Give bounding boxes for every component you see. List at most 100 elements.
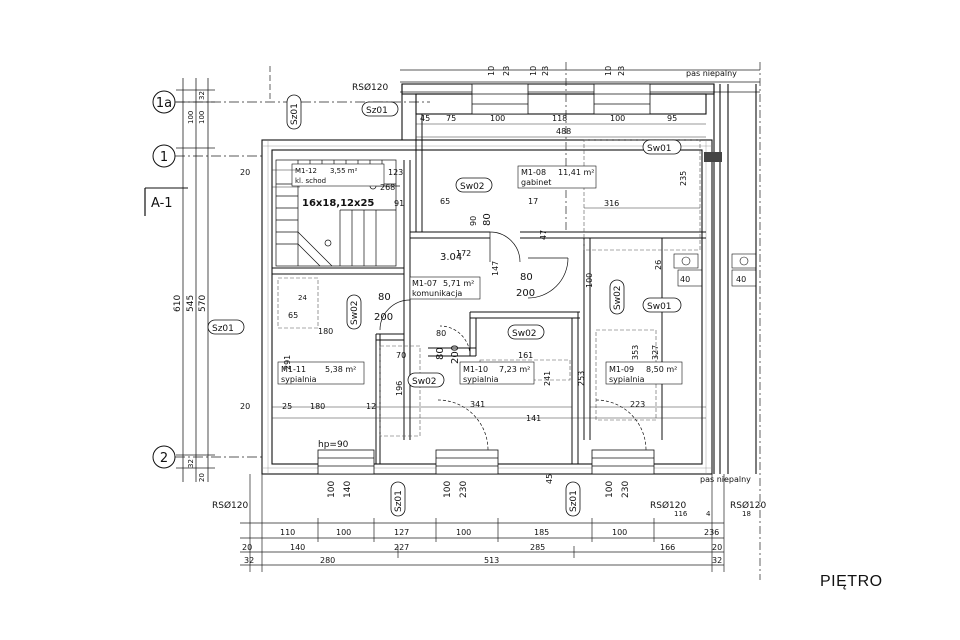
svg-text:341: 341 xyxy=(470,400,485,409)
svg-text:353: 353 xyxy=(631,345,640,360)
rso-bottom-right-2: RSØ120 xyxy=(730,500,767,511)
svg-text:80: 80 xyxy=(378,292,391,303)
svg-text:Sw01: Sw01 xyxy=(647,302,672,312)
svg-text:M1-12: M1-12 xyxy=(295,167,317,175)
sw01-tag-1: Sw01 xyxy=(642,139,682,155)
svg-text:236: 236 xyxy=(704,528,719,537)
inner-top-dims: 45 75 100 118 100 95 488 316 235 xyxy=(420,114,688,208)
svg-text:sypialnia: sypialnia xyxy=(609,375,645,384)
bottom-vertical-dims: 100 140 100 230 100 230 45 xyxy=(327,474,631,498)
svg-text:75: 75 xyxy=(446,114,456,123)
svg-text:M1-07: M1-07 xyxy=(412,279,437,288)
svg-text:80: 80 xyxy=(482,213,493,226)
svg-text:140: 140 xyxy=(290,543,305,552)
svg-text:100: 100 xyxy=(610,114,625,123)
svg-text:291: 291 xyxy=(283,355,292,370)
dim-left-32-top: 32 xyxy=(198,91,206,100)
sw02-tag-2: Sw02 xyxy=(507,324,545,340)
svg-text:12: 12 xyxy=(366,402,376,411)
room-sypialnia10-label: M1-10 7,23 m² sypialnia xyxy=(459,361,535,385)
svg-text:166: 166 xyxy=(660,543,675,552)
svg-text:100: 100 xyxy=(490,114,505,123)
svg-text:Sz01: Sz01 xyxy=(394,490,404,512)
sz01-tag-upper: Sz01 xyxy=(361,101,399,117)
svg-text:25: 25 xyxy=(282,402,292,411)
svg-text:70: 70 xyxy=(396,351,406,360)
svg-text:17: 17 xyxy=(528,197,538,206)
svg-text:20: 20 xyxy=(712,543,722,552)
scattered-dims: 80 200 80 200 80 200 80 90 172 147 100 4… xyxy=(240,168,746,450)
dim-top-23-b: 23 xyxy=(541,66,550,76)
chimney-block xyxy=(704,152,722,162)
svg-text:20: 20 xyxy=(240,168,250,177)
bottom-dim-row-2: 20 140 227 285 166 20 xyxy=(242,543,722,552)
windows-top xyxy=(471,83,651,115)
svg-text:200: 200 xyxy=(374,312,393,323)
door-swings xyxy=(379,231,647,451)
floor-label: PIĘTRO xyxy=(820,573,883,590)
svg-text:65: 65 xyxy=(440,197,450,206)
svg-text:M1-10: M1-10 xyxy=(463,365,488,374)
svg-text:90: 90 xyxy=(469,216,478,226)
dim-left-32-bot: 32 xyxy=(187,459,195,468)
pas-niepalny-bottom: pas niepalny xyxy=(700,475,751,484)
interior-walls xyxy=(272,114,706,464)
sz01-tag-bottom-b: Sz01 xyxy=(565,481,581,517)
svg-text:100: 100 xyxy=(605,481,615,498)
sz01-tag-bottom-a: Sz01 xyxy=(390,481,406,517)
axis-1a-label: 1a xyxy=(156,96,172,111)
svg-text:Sw02: Sw02 xyxy=(350,300,360,325)
svg-text:100: 100 xyxy=(612,528,627,537)
svg-text:141: 141 xyxy=(526,414,541,423)
svg-text:100: 100 xyxy=(336,528,351,537)
svg-text:118: 118 xyxy=(552,114,567,123)
svg-text:100: 100 xyxy=(585,273,594,288)
dim-left-100-a: 100 xyxy=(187,111,195,124)
sz01-tag-top: Sz01 xyxy=(286,94,302,130)
inner-dim-lines xyxy=(272,123,706,419)
svg-text:200: 200 xyxy=(516,288,535,299)
svg-text:140: 140 xyxy=(343,481,353,498)
svg-text:26: 26 xyxy=(654,260,663,270)
svg-text:20: 20 xyxy=(242,543,252,552)
svg-text:45: 45 xyxy=(420,114,430,123)
dim-gabinet-inner: 316 xyxy=(604,199,619,208)
svg-text:180: 180 xyxy=(310,402,325,411)
svg-text:18: 18 xyxy=(742,510,751,518)
svg-text:sypialnia: sypialnia xyxy=(281,375,317,384)
svg-text:180: 180 xyxy=(318,327,333,336)
rso-top: RSØ120 xyxy=(352,82,389,93)
stair-room-label: M1-12 3,55 m² kl. schod xyxy=(291,163,385,187)
top-dimension-lines xyxy=(269,62,761,580)
dim-left-outer: 610 xyxy=(173,295,183,312)
svg-text:80: 80 xyxy=(435,347,446,360)
rso-bottom-right: RSØ120 xyxy=(650,500,687,511)
sw02-tag-vert-2: Sw02 xyxy=(609,279,625,315)
dim-left-100-b: 100 xyxy=(198,111,206,124)
bottom-dim-row-3: 32 280 513 32 xyxy=(244,556,722,565)
svg-text:230: 230 xyxy=(621,481,631,498)
svg-text:268: 268 xyxy=(380,183,395,192)
svg-text:80: 80 xyxy=(520,272,533,283)
svg-text:223: 223 xyxy=(630,400,645,409)
windows-bottom xyxy=(317,449,655,475)
svg-text:20: 20 xyxy=(240,402,250,411)
dim-left-mid: 545 xyxy=(186,295,196,312)
level-mark: 3.04 xyxy=(440,252,462,263)
svg-text:100: 100 xyxy=(327,481,337,498)
right-small-dims: 116 4 18 xyxy=(674,510,751,518)
room-sypialnia09-label: M1-09 8,50 m² sypialnia xyxy=(605,361,683,385)
dim-top-23-c: 23 xyxy=(617,66,626,76)
svg-text:M1-11: M1-11 xyxy=(281,365,306,374)
svg-text:Sw02: Sw02 xyxy=(512,329,537,339)
svg-text:147: 147 xyxy=(491,261,500,276)
svg-text:95: 95 xyxy=(667,114,677,123)
sz01-tag-left: Sz01 xyxy=(207,319,245,335)
svg-text:gabinet: gabinet xyxy=(521,178,551,187)
sw02-tag-3: Sw02 xyxy=(407,372,445,388)
svg-text:172: 172 xyxy=(456,249,471,258)
svg-text:161: 161 xyxy=(518,351,533,360)
svg-text:32: 32 xyxy=(244,556,254,565)
svg-text:11,41 m²: 11,41 m² xyxy=(558,168,594,177)
svg-text:91: 91 xyxy=(394,199,404,208)
